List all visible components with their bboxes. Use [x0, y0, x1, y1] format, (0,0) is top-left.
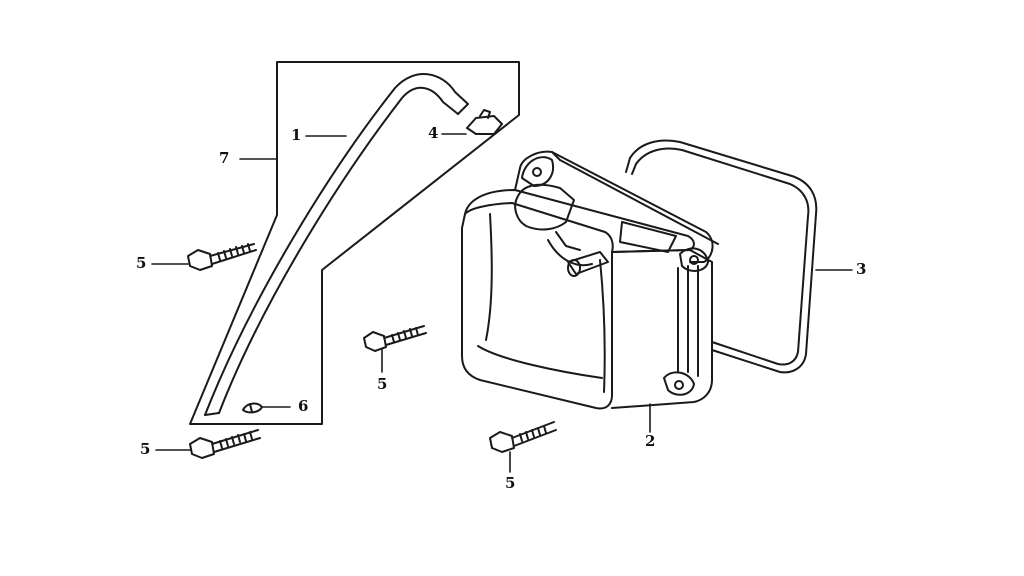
breather-tube: [204, 73, 469, 416]
callout-label-6: 6: [298, 397, 309, 415]
bolt-center: [363, 325, 427, 352]
bolt-lower-center: [489, 421, 557, 453]
cylinder-head-cover: [461, 150, 719, 410]
callout-label-5-lower-center: 5: [505, 474, 516, 492]
callout-label-1: 1: [291, 126, 302, 144]
callout-label-2: 2: [645, 432, 656, 450]
small-clip: [242, 402, 263, 414]
bolt-lower-left: [189, 429, 261, 459]
callout-label-5-lower-left: 5: [140, 440, 151, 458]
cover-gasket: [625, 139, 818, 374]
callout-label-5-upper-left: 5: [136, 254, 147, 272]
callout-label-3: 3: [856, 260, 867, 278]
callout-label-7: 7: [219, 149, 230, 167]
hose-clip: [466, 109, 503, 135]
callout-label-5-center: 5: [377, 375, 388, 393]
bolt-upper-left: [187, 243, 257, 271]
callout-label-4: 4: [428, 124, 439, 142]
kit-boundary-outline: [189, 61, 520, 425]
leader-lines: [151, 133, 853, 473]
